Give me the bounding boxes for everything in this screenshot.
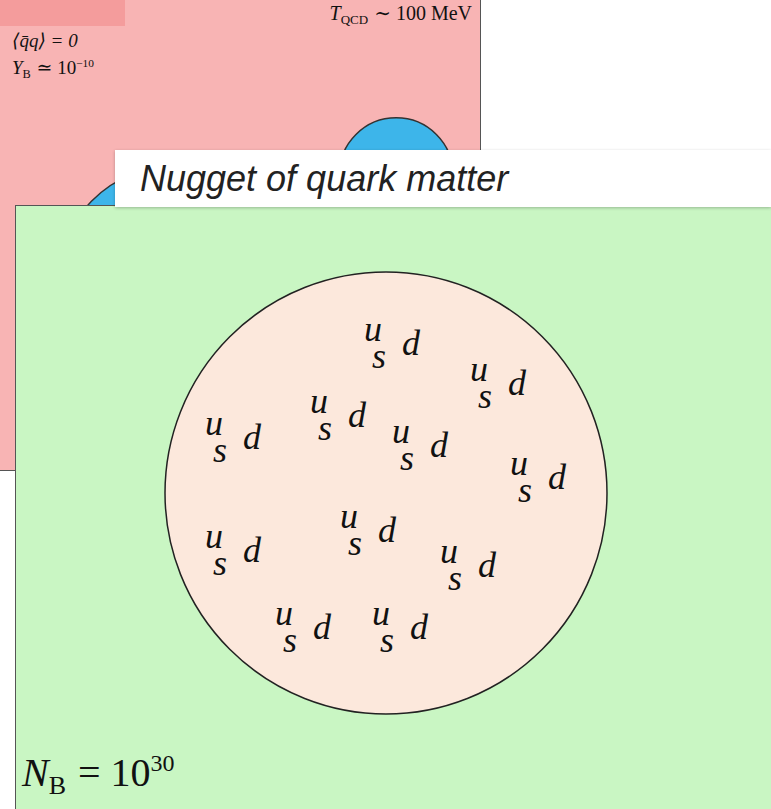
symbol: N [22,750,49,795]
value: = 10 [78,750,151,795]
quark-letter: d [348,397,366,433]
symbol: T [330,2,341,24]
value: ≃ 10 [37,57,77,78]
subscript: QCD [341,12,368,27]
exponent: −10 [76,57,94,69]
quark-letter: d [508,365,526,401]
quark-letter: s [283,622,297,658]
quark-letter: d [478,547,496,583]
title-label: Nugget of quark matter [140,161,508,197]
quark-letter: s [478,378,492,414]
baryon-number-label: NB = 1030 [22,751,175,799]
quark-letter: s [213,545,227,581]
quark-letter: d [430,427,448,463]
quark-letter: d [243,532,261,568]
quark-letter: s [372,338,386,374]
baryon-asymmetry-label: YB ≃ 10−10 [12,58,94,80]
nugget-node: usdusdusdusdusdusdusdusdusdusdusd [164,271,608,715]
exponent: 30 [151,750,175,776]
quark-letter: s [213,432,227,468]
quark-letter: d [313,609,331,645]
symbol: Y [12,57,23,78]
nugget-outline [165,272,607,714]
quark-letter: d [378,512,396,548]
quark-letter: s [318,410,332,446]
quark-letter: d [410,609,428,645]
quark-letter: d [402,325,420,361]
quark-letter: s [518,472,532,508]
temperature-label: TQCD ∼ 100 MeV [330,3,472,26]
condensate-label: ⟨q̄q⟩ = 0 [12,31,78,50]
quark-letter: s [400,440,414,476]
title-box: Nugget of quark matter [115,150,771,207]
redacted-patch [0,0,125,26]
quark-letter: s [380,622,394,658]
quark-letter: s [348,525,362,561]
subscript: B [49,771,66,800]
condensate: ⟨q̄q⟩ = 0 [12,30,78,51]
quark-letter: s [448,560,462,596]
value: ∼ 100 MeV [374,2,472,24]
quark-letter: d [243,419,261,455]
quark-letter: d [548,459,566,495]
subscript: B [23,67,31,81]
panel: NB = 1030 usdusdusdusdusdusdusdusdusdusdus… [15,205,771,809]
